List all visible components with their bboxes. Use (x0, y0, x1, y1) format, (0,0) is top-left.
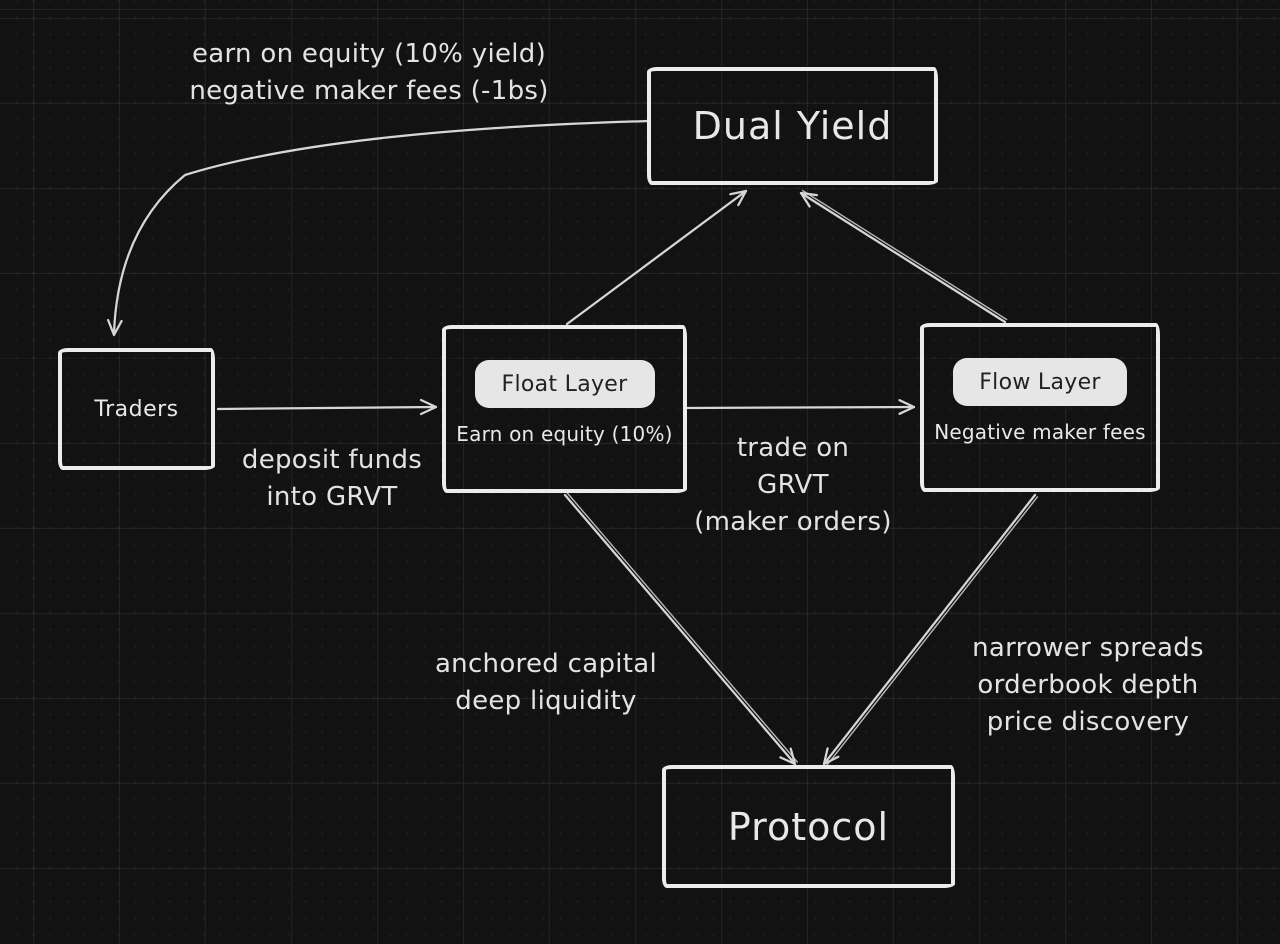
node-traders[interactable]: Traders (58, 348, 215, 470)
dual-yield-label: Dual Yield (692, 104, 893, 148)
float-layer-subtitle: Earn on equity (10%) (456, 422, 673, 446)
protocol-label: Protocol (727, 804, 890, 849)
note-flow-benefits[interactable]: narrower spreads orderbook depth price d… (972, 633, 1204, 737)
arrow-flow-layer-to-dual-yield[interactable] (799, 189, 1008, 324)
note-deposit-funds[interactable]: deposit funds into GRVT (241, 445, 423, 512)
flow-layer-title-chip[interactable]: Flow Layer (953, 358, 1127, 406)
arrow-float-layer-to-protocol[interactable] (563, 492, 798, 766)
node-protocol[interactable]: Protocol (662, 765, 955, 888)
flow-layer-subtitle: Negative maker fees (934, 420, 1146, 444)
float-layer-title-chip[interactable]: Float Layer (474, 360, 655, 408)
arrow-float-layer-to-dual-yield[interactable] (565, 189, 748, 326)
node-float-layer[interactable]: Float Layer Earn on equity (10%) (442, 325, 687, 493)
traders-label: Traders (94, 396, 179, 422)
flow-layer-title: Flow Layer (979, 369, 1101, 395)
note-dual-yield-benefits[interactable]: earn on equity (10% yield) negative make… (189, 39, 549, 106)
note-trade-on-grvt[interactable]: trade on GRVT (maker orders) (694, 433, 892, 537)
arrow-traders-to-float-layer[interactable] (216, 398, 438, 416)
arrow-flow-layer-to-protocol[interactable] (822, 493, 1039, 767)
arrow-dual-yield-to-traders[interactable] (106, 119, 652, 337)
node-flow-layer[interactable]: Flow Layer Negative maker fees (920, 323, 1160, 492)
float-layer-title: Float Layer (501, 371, 628, 397)
arrow-float-layer-to-flow-layer[interactable] (682, 399, 916, 415)
note-float-benefits[interactable]: anchored capital deep liquidity (434, 649, 658, 716)
node-dual-yield[interactable]: Dual Yield (647, 67, 938, 185)
